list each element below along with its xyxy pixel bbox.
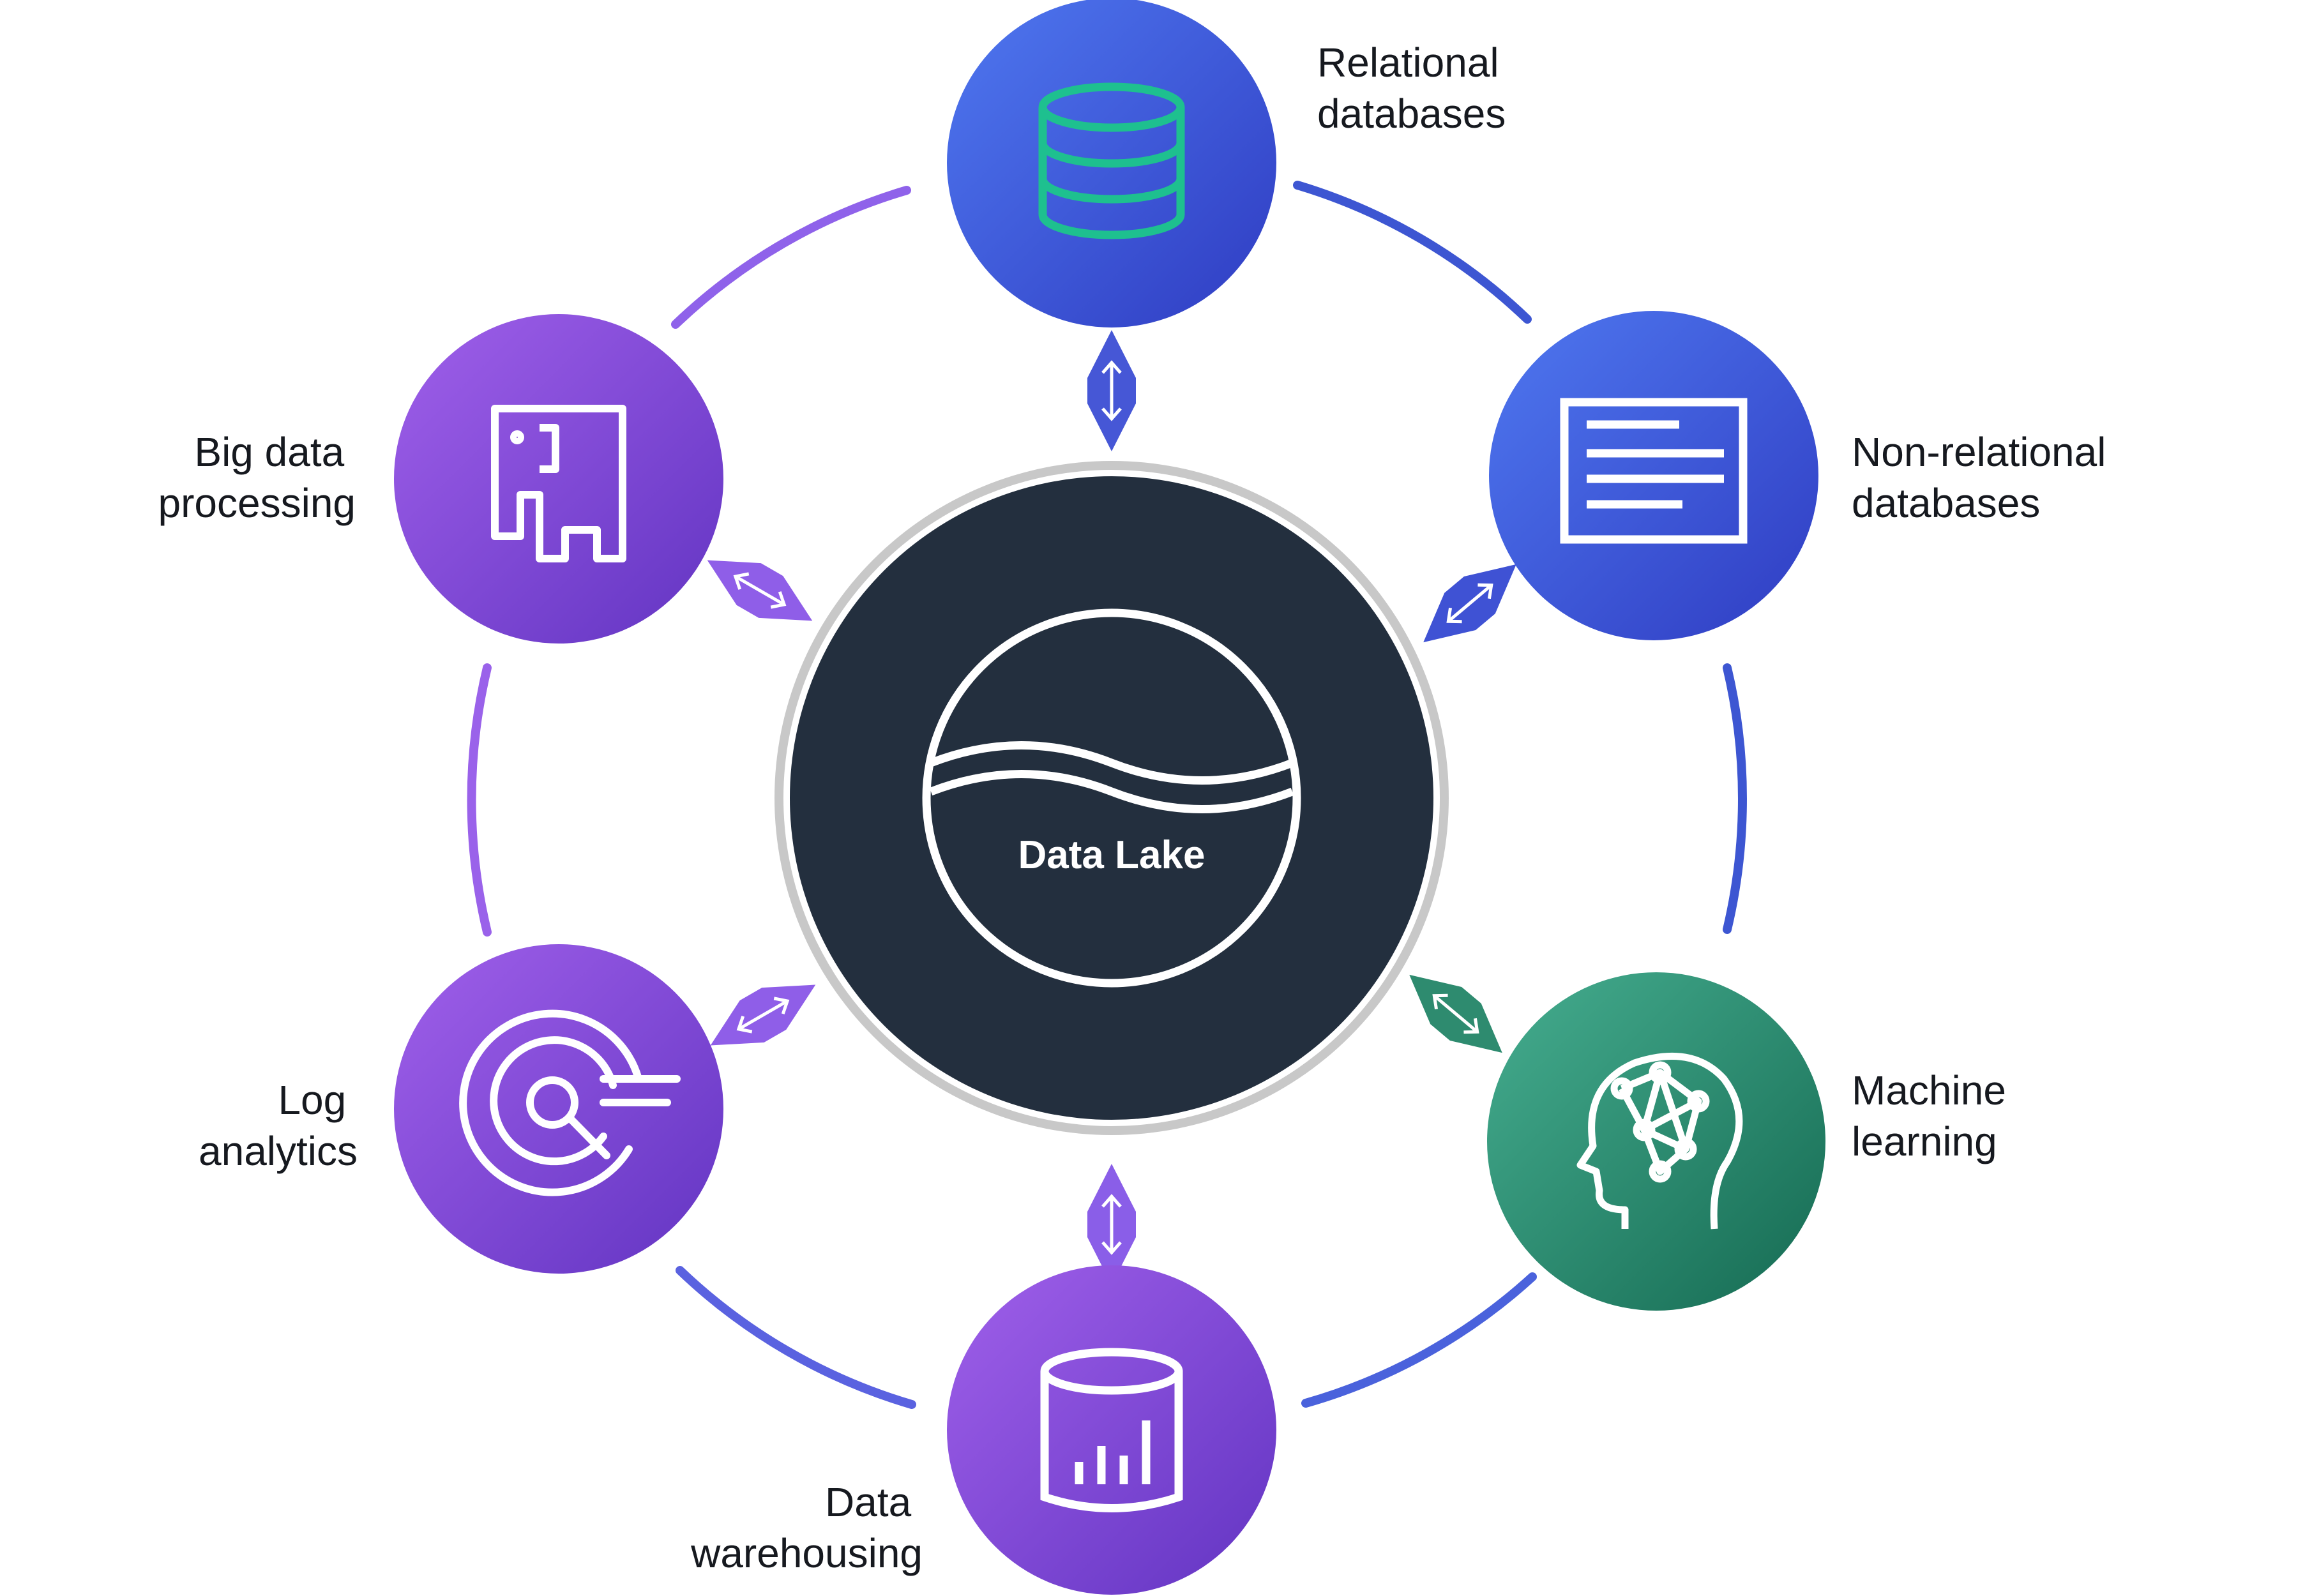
database-icon bbox=[1038, 82, 1185, 239]
arrow-relational bbox=[1087, 330, 1136, 451]
lake-icon bbox=[922, 608, 1301, 988]
data-lake-center: Data Lake bbox=[774, 461, 1449, 1135]
arrow-big-data bbox=[707, 560, 813, 621]
label-non-relational-databases: Non-relational databases bbox=[1852, 429, 2117, 526]
label-machine-learning: Machine learning bbox=[1852, 1067, 2018, 1164]
arc-bottom-right bbox=[1301, 1272, 1537, 1408]
node-machine-learning bbox=[1487, 972, 1825, 1311]
arrow-log-analytics bbox=[710, 984, 816, 1046]
node-labels: Relational databases Non-relational data… bbox=[158, 40, 2117, 1576]
arc-top-right bbox=[1293, 181, 1532, 324]
warehouse-chart-icon bbox=[1040, 1348, 1183, 1512]
target-search-icon bbox=[459, 1009, 681, 1196]
label-big-data-processing: Big data processing bbox=[158, 429, 356, 526]
arrow-machine-learning bbox=[1409, 974, 1502, 1053]
document-icon bbox=[1560, 398, 1748, 544]
arrow-non-relational bbox=[1423, 564, 1516, 643]
node-log-analytics bbox=[394, 944, 723, 1274]
label-data-warehousing: Data warehousing bbox=[690, 1479, 923, 1576]
node-data-warehousing bbox=[947, 1265, 1276, 1595]
arc-bottom-left bbox=[676, 1266, 916, 1409]
data-lake-title: Data Lake bbox=[1018, 833, 1205, 877]
elephant-icon bbox=[491, 405, 626, 562]
node-relational-databases bbox=[947, 0, 1276, 327]
node-non-relational-databases bbox=[1489, 311, 1818, 640]
arc-left bbox=[467, 663, 492, 937]
node-big-data-processing bbox=[394, 314, 723, 644]
arrow-data-warehousing bbox=[1087, 1164, 1136, 1285]
label-log-analytics: Log analytics bbox=[199, 1077, 358, 1174]
connector-arcs bbox=[467, 181, 1747, 1409]
arc-right bbox=[1723, 663, 1747, 934]
connector-arrows bbox=[707, 330, 1516, 1285]
label-relational-databases: Relational databases bbox=[1317, 40, 1510, 137]
brain-head-icon bbox=[1576, 1052, 1743, 1230]
arc-top-left bbox=[671, 186, 911, 329]
